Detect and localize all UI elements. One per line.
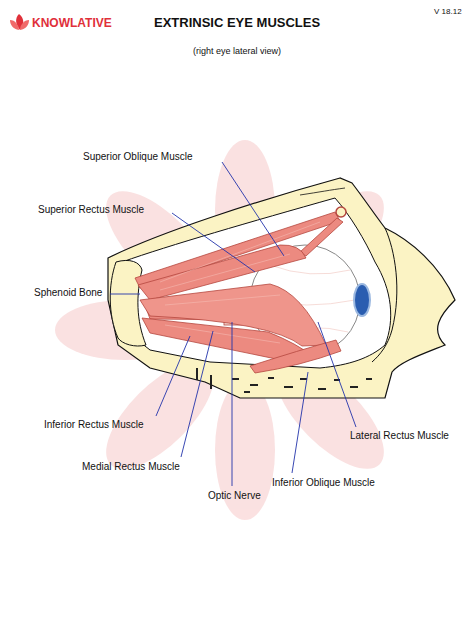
superior-oblique-tendon: [300, 218, 343, 256]
part-label: Lateral Rectus Muscle: [350, 430, 449, 442]
maxilla-texture: [196, 368, 372, 393]
frontal-ridge: [300, 188, 345, 195]
diagram-title: EXTRINSIC EYE MUSCLES: [154, 15, 320, 31]
brand-logo: KNOWLATIVE: [32, 16, 112, 30]
face-outline: [372, 228, 397, 362]
part-label: Inferior Rectus Muscle: [44, 419, 143, 431]
view-subtitle: (right eye lateral view): [193, 46, 281, 57]
orbit-cavity: [120, 198, 391, 368]
part-label: Sphenoid Bone: [34, 287, 102, 299]
part-label: Optic Nerve: [208, 490, 261, 502]
inferior-oblique: [250, 340, 341, 373]
cornea: [354, 284, 370, 316]
part-label: Superior Rectus Muscle: [38, 204, 144, 216]
trochlea: [336, 207, 346, 217]
logo-icon: [10, 14, 29, 30]
sphenoid-bone: [110, 260, 146, 346]
part-label: Inferior Oblique Muscle: [272, 477, 375, 489]
part-label: Medial Rectus Muscle: [82, 461, 180, 473]
background-petals: [55, 140, 435, 520]
version-label: V 18.12: [434, 7, 462, 17]
muscle-striations: [160, 222, 320, 343]
leader-lines: [110, 162, 356, 486]
skull-bone: [108, 178, 455, 398]
part-label: Superior Oblique Muscle: [83, 151, 193, 163]
